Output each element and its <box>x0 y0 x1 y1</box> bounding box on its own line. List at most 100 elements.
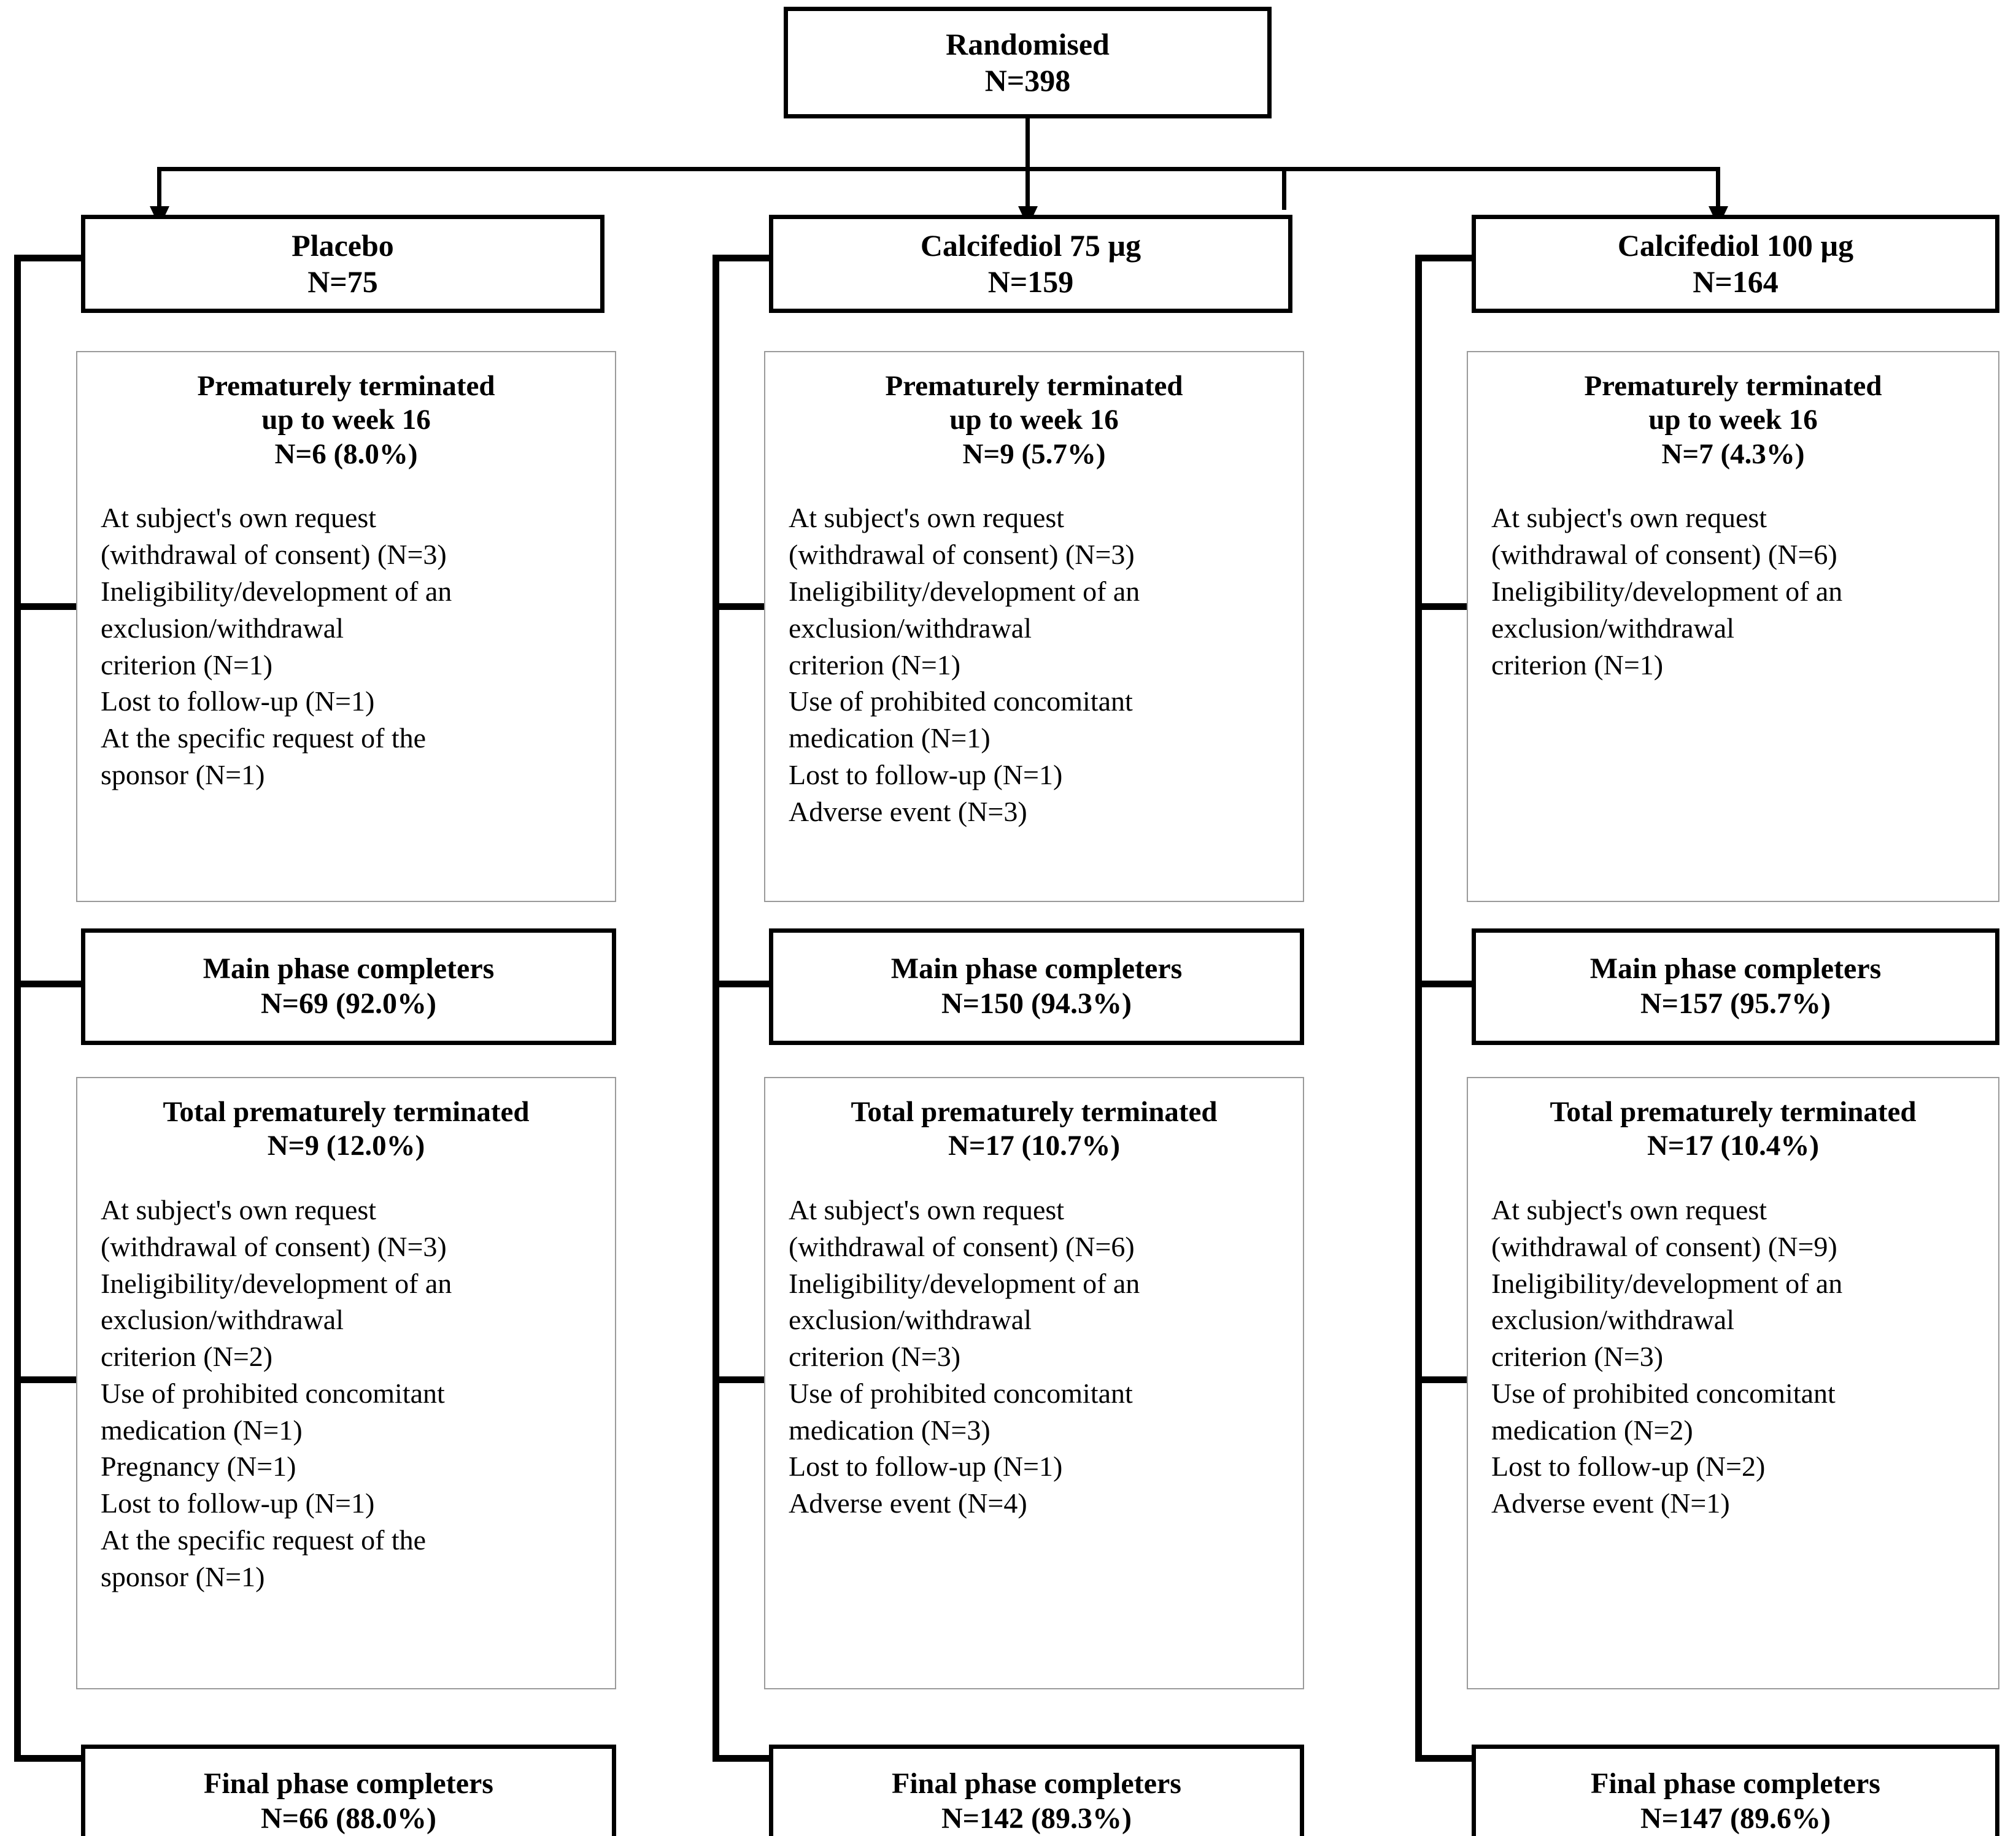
reason-item: At subject's own request (withdrawal of … <box>1491 1194 1837 1262</box>
reason-item: At subject's own request (withdrawal of … <box>1491 502 1837 571</box>
early-termination-title: Prematurely terminated up to week 16 <box>1584 370 1882 436</box>
total-termination-heading: Total prematurely terminated N=17 (10.7%… <box>765 1078 1303 1163</box>
randomised-box: Randomised N=398 <box>784 7 1272 118</box>
spine-stub-calcifediol-100 <box>1415 255 1475 261</box>
reason-item: Use of prohibited concomitant medication… <box>101 1377 445 1446</box>
total-termination-count: N=17 (10.7%) <box>948 1130 1121 1162</box>
final-phase-completers-title: Final phase completers <box>1591 1767 1880 1800</box>
reason-item: Use of prohibited concomitant medication… <box>789 685 1133 754</box>
spine-placebo <box>14 255 21 1762</box>
early-termination-reasons: At subject's own request (withdrawal of … <box>77 471 615 793</box>
early-termination-count: N=7 (4.3%) <box>1661 438 1805 470</box>
final-phase-completers-title: Final phase completers <box>892 1767 1181 1800</box>
randomised-count: N=398 <box>984 63 1071 98</box>
total-termination-title: Total prematurely terminated <box>1550 1096 1917 1128</box>
reason-item: Ineligibility/development of an exclusio… <box>1491 575 1843 681</box>
total-termination-title: Total prematurely terminated <box>851 1096 1218 1128</box>
early-termination-heading: Prematurely terminated up to week 16 N=9… <box>765 352 1303 471</box>
arm-title: Calcifediol 100 µg <box>1617 228 1854 263</box>
final-phase-completers-calcifediol-100: Final phase completers N=147 (89.6%) <box>1472 1745 1999 1836</box>
main-phase-completers-placebo: Main phase completers N=69 (92.0%) <box>81 928 616 1045</box>
reason-item: Lost to follow-up (N=1) <box>101 685 375 717</box>
early-termination-placebo: Prematurely terminated up to week 16 N=6… <box>76 351 616 902</box>
final-phase-completers-count: N=147 (89.6%) <box>1640 1802 1831 1835</box>
final-phase-completers-calcifediol-75: Final phase completers N=142 (89.3%) <box>769 1745 1304 1836</box>
final-phase-completers-title: Final phase completers <box>204 1767 493 1800</box>
early-termination-heading: Prematurely terminated up to week 16 N=6… <box>77 352 615 471</box>
early-termination-title: Prematurely terminated up to week 16 <box>197 370 495 436</box>
branch-stub-placebo-early <box>14 603 118 610</box>
reason-item: Pregnancy (N=1) <box>101 1451 296 1483</box>
early-termination-reasons: At subject's own request (withdrawal of … <box>765 471 1303 830</box>
branch-stub-placebo-final <box>14 1755 118 1762</box>
distributor-bar-right <box>1282 167 1720 171</box>
arm-header-calcifediol-100: Calcifediol 100 µg N=164 <box>1472 215 1999 313</box>
reason-item: At the specific request of the sponsor (… <box>101 1524 427 1592</box>
total-termination-heading: Total prematurely terminated N=17 (10.4%… <box>1468 1078 1998 1163</box>
reason-item: Ineligibility/development of an exclusio… <box>101 1267 452 1373</box>
total-termination-placebo: Total prematurely terminated N=9 (12.0%)… <box>76 1077 616 1689</box>
spine-calcifediol-100 <box>1415 255 1422 1762</box>
reason-item: At subject's own request (withdrawal of … <box>101 502 447 571</box>
arm-count: N=75 <box>307 264 378 299</box>
total-termination-count: N=17 (10.4%) <box>1647 1130 1820 1162</box>
total-termination-calcifediol-100: Total prematurely terminated N=17 (10.4%… <box>1467 1077 1999 1689</box>
branch-stub-c75-main <box>713 981 805 987</box>
randomised-title: Randomised <box>946 27 1110 61</box>
arm-title: Calcifediol 75 µg <box>920 228 1141 263</box>
spine-calcifediol-75 <box>713 255 719 1762</box>
reason-item: Lost to follow-up (N=1) <box>101 1487 375 1519</box>
total-termination-count: N=9 (12.0%) <box>267 1130 425 1162</box>
arm-title: Placebo <box>292 228 394 263</box>
reason-item: Ineligibility/development of an exclusio… <box>789 575 1140 681</box>
early-termination-title: Prematurely terminated up to week 16 <box>885 370 1183 436</box>
distributor-bar <box>157 167 1286 171</box>
early-termination-calcifediol-75: Prematurely terminated up to week 16 N=9… <box>764 351 1304 902</box>
total-termination-reasons: At subject's own request (withdrawal of … <box>1468 1163 1998 1522</box>
final-phase-completers-placebo: Final phase completers N=66 (88.0%) <box>81 1745 616 1836</box>
reason-item: Adverse event (N=3) <box>789 795 1027 827</box>
branch-stub-c100-final <box>1415 1755 1507 1762</box>
spine-stub-placebo <box>14 255 85 261</box>
spine-stub-calcifediol-75 <box>713 255 773 261</box>
early-termination-calcifediol-100: Prematurely terminated up to week 16 N=7… <box>1467 351 1999 902</box>
total-termination-title: Total prematurely terminated <box>163 1096 530 1128</box>
reason-item: Use of prohibited concomitant medication… <box>789 1377 1133 1446</box>
drop-leg-placebo <box>157 167 161 210</box>
arm-header-calcifediol-75: Calcifediol 75 µg N=159 <box>769 215 1292 313</box>
reason-item: At subject's own request (withdrawal of … <box>789 1194 1135 1262</box>
reason-item: Lost to follow-up (N=1) <box>789 758 1063 790</box>
reason-item: Adverse event (N=1) <box>1491 1487 1730 1519</box>
early-termination-count: N=6 (8.0%) <box>274 438 418 470</box>
branch-stub-c100-main <box>1415 981 1507 987</box>
reason-item: Ineligibility/development of an exclusio… <box>1491 1267 1843 1373</box>
reason-item: Lost to follow-up (N=2) <box>1491 1451 1766 1483</box>
main-phase-completers-title: Main phase completers <box>890 952 1183 986</box>
total-termination-reasons: At subject's own request (withdrawal of … <box>77 1163 615 1595</box>
early-termination-count: N=9 (5.7%) <box>962 438 1106 470</box>
reason-item: At subject's own request (withdrawal of … <box>101 1194 447 1262</box>
branch-stub-c100-total <box>1415 1376 1507 1383</box>
branch-stub-c100-early <box>1415 603 1507 610</box>
reason-item: Use of prohibited concomitant medication… <box>1491 1377 1836 1446</box>
branch-stub-c75-total <box>713 1376 805 1383</box>
final-phase-completers-count: N=66 (88.0%) <box>261 1802 436 1835</box>
total-termination-reasons: At subject's own request (withdrawal of … <box>765 1163 1303 1522</box>
total-termination-calcifediol-75: Total prematurely terminated N=17 (10.7%… <box>764 1077 1304 1689</box>
reason-item: Ineligibility/development of an exclusio… <box>789 1267 1140 1373</box>
main-phase-completers-calcifediol-75: Main phase completers N=150 (94.3%) <box>769 928 1304 1045</box>
branch-stub-placebo-total <box>14 1376 118 1383</box>
drop-leg-calcifediol-75 <box>1025 167 1030 210</box>
branch-stub-c75-final <box>713 1755 805 1762</box>
main-phase-completers-count: N=69 (92.0%) <box>261 987 436 1020</box>
main-phase-completers-calcifediol-100: Main phase completers N=157 (95.7%) <box>1472 928 1999 1045</box>
early-termination-reasons: At subject's own request (withdrawal of … <box>1468 471 1998 683</box>
reason-item: Ineligibility/development of an exclusio… <box>101 575 452 681</box>
main-phase-completers-count: N=150 (94.3%) <box>941 987 1132 1020</box>
drop-leg-calcifediol-100 <box>1282 167 1286 210</box>
root-stem-line <box>1025 118 1030 171</box>
reason-item: At the specific request of the sponsor (… <box>101 722 427 790</box>
branch-stub-placebo-main <box>14 981 118 987</box>
arm-count: N=164 <box>1693 264 1778 299</box>
reason-item: Lost to follow-up (N=1) <box>789 1451 1063 1483</box>
